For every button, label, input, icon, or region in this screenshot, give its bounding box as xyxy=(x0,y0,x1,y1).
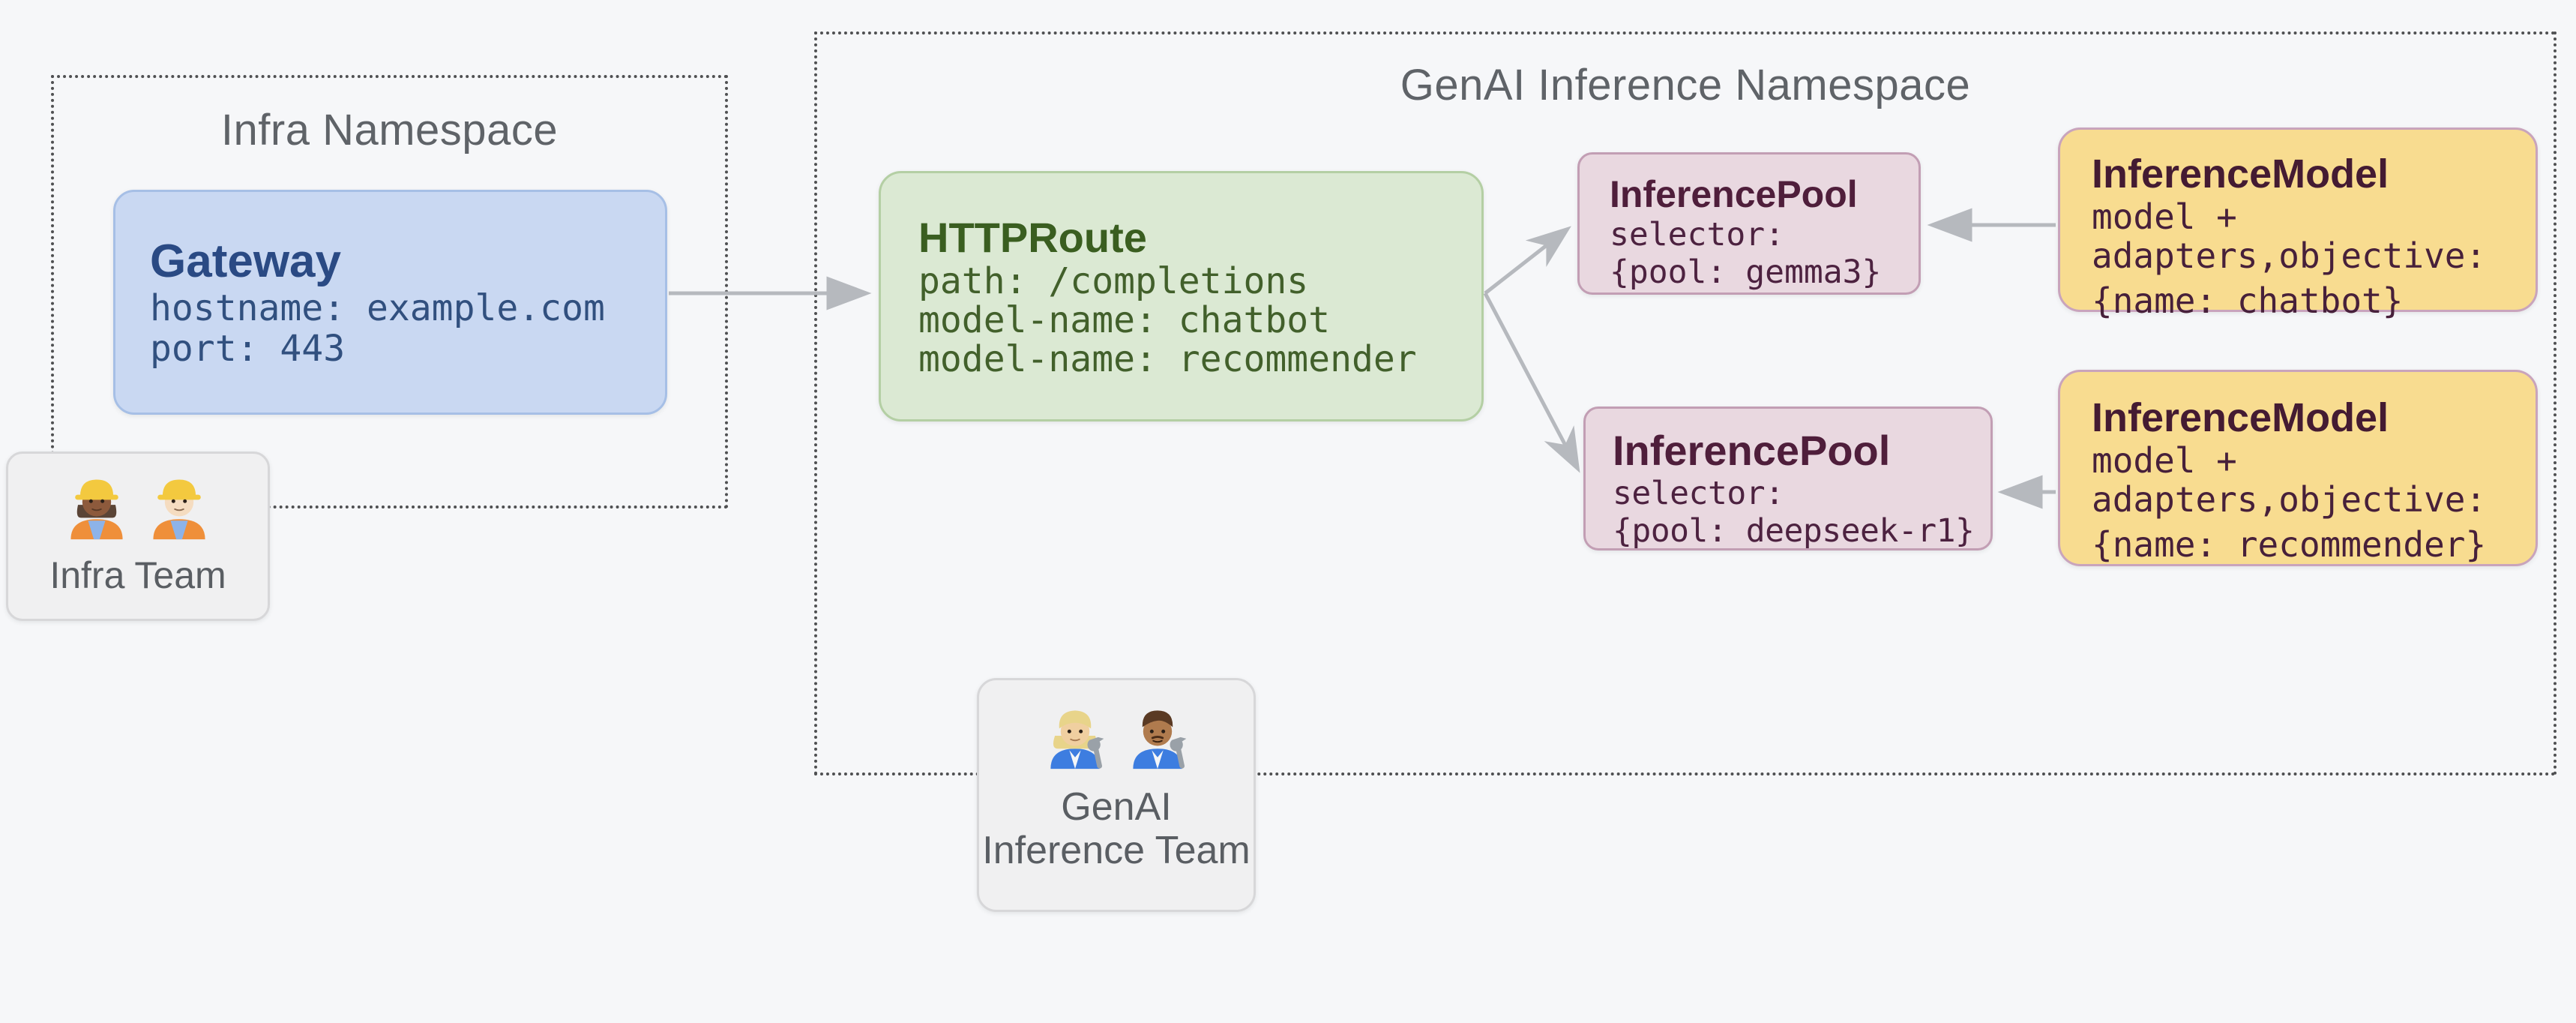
inferencemodel-recommender-title: InferenceModel xyxy=(2092,395,2389,440)
infra-team-card: Infra Team xyxy=(6,452,270,621)
infra-namespace-title: Infra Namespace xyxy=(220,106,559,154)
genai-team-label: GenAI Inference Team xyxy=(982,785,1251,872)
httproute-model-name-2: model-name: recommender xyxy=(918,338,1417,380)
genai-team-card: GenAI Inference Team xyxy=(977,678,1256,912)
man-mechanic-icon xyxy=(1133,710,1187,770)
inferencepool-gemma3-title: InferencePool xyxy=(1610,173,1858,215)
infra-team-label: Infra Team xyxy=(49,554,226,596)
construction-worker-woman-icon xyxy=(70,479,123,540)
arrow-httproute-to-inferencepool-2 xyxy=(1483,292,1580,473)
gateway-port: port: 443 xyxy=(150,328,346,370)
httproute-title: HTTPRoute xyxy=(918,214,1147,261)
inferencemodel-chatbot-line-2: adapters,objective: xyxy=(2092,236,2487,276)
inferencepool-deepseek-selector: selector: xyxy=(1613,475,1784,512)
inferencepool-deepseek-title: InferencePool xyxy=(1613,427,1891,474)
gateway-node: Gateway hostname: example.com port: 443 xyxy=(113,190,667,415)
genai-team-people xyxy=(979,700,1254,776)
inferencemodel-chatbot-line-3: {name: chatbot} xyxy=(2092,280,2404,321)
inferencemodel-chatbot-title: InferenceModel xyxy=(2092,152,2389,196)
infra-team-people xyxy=(8,470,268,547)
inferencemodel-recommender-line-2: adapters,objective: xyxy=(2092,479,2487,520)
inferencepool-gemma3-node: InferencePool selector: {pool: gemma3} xyxy=(1577,152,1921,295)
inferencepool-gemma3-selector: selector: xyxy=(1610,216,1784,254)
genai-namespace-box: GenAI Inference Namespace xyxy=(814,32,2557,776)
httproute-node: HTTPRoute path: /completions model-name:… xyxy=(879,171,1484,422)
inferencemodel-recommender-node: InferenceModel model + adapters,objectiv… xyxy=(2058,370,2538,566)
inferencemodel-chatbot-node: InferenceModel model + adapters,objectiv… xyxy=(2058,128,2538,320)
inferencemodel-recommender-line-1: model + xyxy=(2092,440,2237,481)
genai-namespace-title: GenAI Inference Namespace xyxy=(1400,61,1971,110)
construction-worker-man-icon xyxy=(153,479,205,540)
inferencemodel-chatbot-line-1: model + xyxy=(2092,196,2237,237)
gateway-title: Gateway xyxy=(150,236,342,287)
inferencepool-deepseek-node: InferencePool selector: {pool: deepseek-… xyxy=(1583,406,1993,550)
httproute-model-name-1: model-name: chatbot xyxy=(918,299,1331,341)
woman-mechanic-icon xyxy=(1050,710,1104,770)
inferencepool-deepseek-selector-value: {pool: deepseek-r1} xyxy=(1613,512,1975,550)
httproute-path: path: /completions xyxy=(918,260,1309,302)
gateway-hostname: hostname: example.com xyxy=(150,287,605,329)
inferencemodel-recommender-line-3: {name: recommender} xyxy=(2092,524,2487,565)
inferencepool-gemma3-selector-value: {pool: gemma3} xyxy=(1610,254,1882,291)
arrow-httproute-to-inferencepool-1 xyxy=(1484,226,1571,295)
infra-namespace-box: Infra Namespace xyxy=(51,75,728,508)
